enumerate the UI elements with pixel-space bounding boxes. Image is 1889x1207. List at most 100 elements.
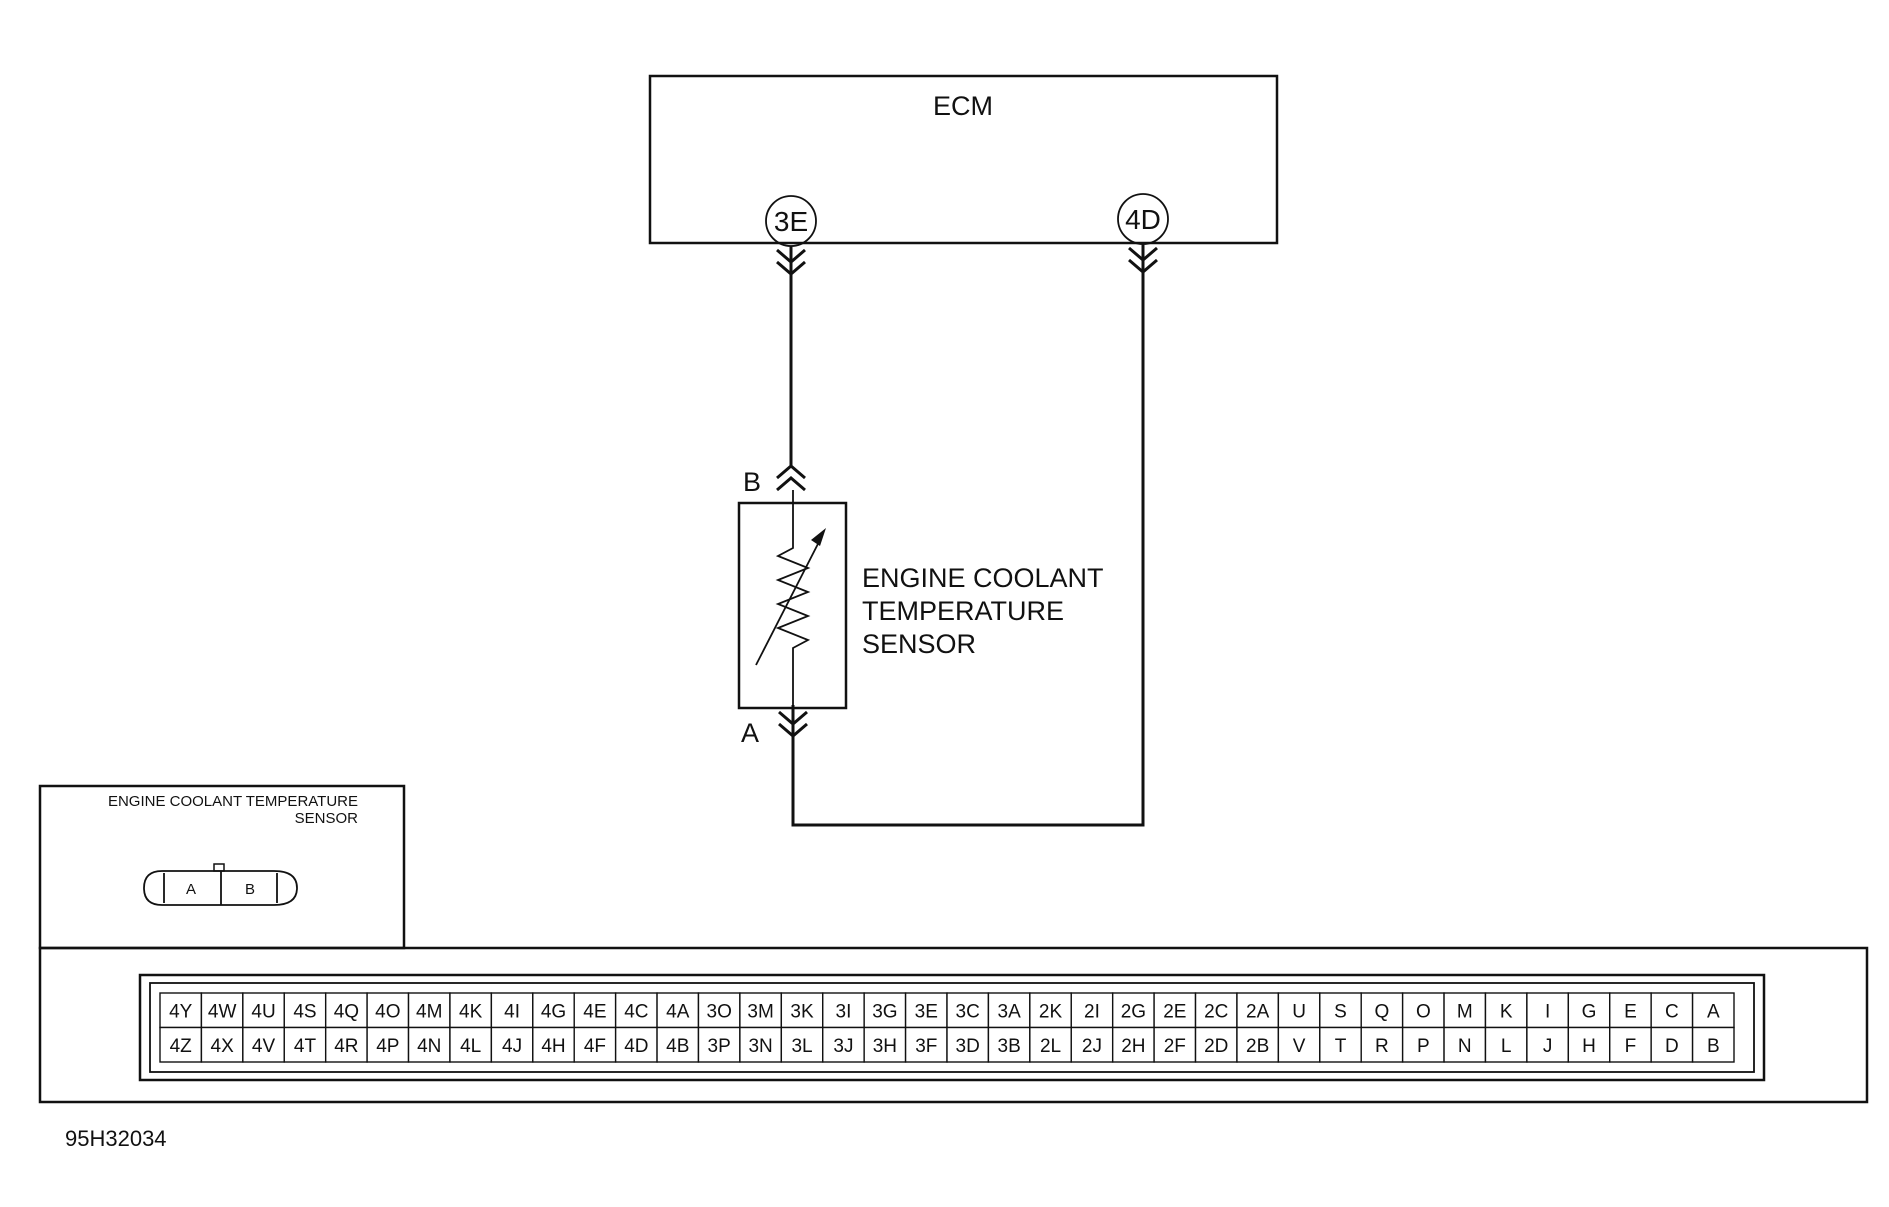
ecm-pin-cell [449,1026,493,1063]
ecm-pin-label: 4Z [170,1036,193,1057]
ecm-pin-cell [1111,992,1155,1029]
ecm-pin-label: 4C [624,1001,648,1022]
ecm-pin-label: S [1334,1001,1347,1022]
ecm-pin-label: 4F [584,1036,606,1057]
sensor-connector-pin-b: B [245,881,255,898]
ecm-pin-cell [573,1026,617,1063]
ecm-pin-label: 3J [833,1036,853,1057]
ecm-pin-cell [490,1026,534,1063]
ecm-pin-cell [1443,1026,1487,1063]
ecm-pin-label: 3K [790,1001,814,1022]
ecm-connector-outer [138,973,1766,1082]
ecm-pin-label: 4Q [334,1001,359,1022]
ecm-pin-label: D [1665,1036,1679,1057]
ecm-pin-label: K [1500,1001,1513,1022]
ecm-pin-cell [1153,1026,1197,1063]
ecm-pin-label: H [1582,1036,1596,1057]
ecm-pin-label: 2L [1040,1036,1061,1057]
ecm-pin-label: 2B [1246,1036,1269,1057]
ecm-pin-label: 4N [417,1036,441,1057]
ecm-pin-label: 2F [1164,1036,1186,1057]
ecm-pin-label: 2H [1121,1036,1145,1057]
sensor-label-line-3: SENSOR [862,629,976,659]
ecm-pin-label: 3O [707,1001,732,1022]
ecm-pin-label: 3G [872,1001,897,1022]
ecm-pin-cell [739,992,783,1029]
ecm-pin-cell [1650,992,1694,1029]
ecm-pin-label: O [1416,1001,1431,1022]
ecm-pin-label: 2G [1121,1001,1146,1022]
ecm-pin-cell [987,1026,1031,1063]
ecm-terminal-3e-label: 3E [774,206,808,237]
thermistor-icon [755,490,826,712]
ecm-pin-label: 4M [416,1001,442,1022]
ecm-pin-cell [904,1026,948,1063]
ecm-pin-label: A [1707,1001,1720,1022]
ecm-pin-cell [200,992,244,1029]
ecm-pin-cell [739,1026,783,1063]
ecm-pin-label: U [1292,1001,1306,1022]
ecm-pin-label: 3H [873,1036,897,1057]
sensor-terminal-a-label: A [741,718,759,748]
ecm-pin-cell [1609,1026,1652,1063]
ecm-terminal-4d: 4D [1117,193,1169,245]
ecm-pin-label: 4J [502,1036,522,1057]
ecm-pin-label: T [1335,1036,1347,1057]
sensor-connector-pin-a: A [186,881,196,898]
figure-id: 95H32034 [65,1126,167,1151]
ecm-pin-label: 2E [1163,1001,1186,1022]
sensor-terminal-b-label: B [743,467,761,497]
ecm-pin-cell [1070,992,1114,1029]
ecm-pin-label: V [1293,1036,1306,1057]
ecm-connector-panel [38,946,1869,1104]
ecm-pin-cell [1691,1026,1735,1063]
ecm-pin-label: 4D [624,1036,648,1057]
ecm-pin-cell [1319,1026,1362,1063]
ecm-pin-cell [1401,992,1445,1029]
sensor-label-line-1: ENGINE COOLANT [862,563,1103,593]
ecm-pin-label: 3N [748,1036,772,1057]
ecm-pin-cell [1484,992,1528,1029]
ecm-pin-label: 4T [294,1036,317,1057]
ecm-pin-label: 4E [583,1001,606,1022]
ecm-pin-label: 4W [208,1001,237,1022]
wire-4d-to-sensor-a [791,244,1145,827]
ecm-pin-cell [656,1026,700,1063]
ecm-pin-label: 4U [251,1001,275,1022]
ecm-pin-label: 4P [376,1036,399,1057]
ecm-pin-label: 3C [956,1001,980,1022]
ecm-pin-label: 4H [541,1036,565,1057]
ecm-pin-label: J [1543,1036,1553,1057]
ecm-pin-label: P [1417,1036,1430,1057]
ecm-pin-label: 4I [504,1001,520,1022]
ecm-pin-cell [946,1026,990,1063]
ecm-pin-label: 4V [252,1036,276,1057]
ecm-pin-label: 4X [211,1036,235,1057]
ecm-pin-cell [324,1026,368,1063]
ecm-pin-label: F [1625,1036,1637,1057]
ecm-pin-label: 2J [1082,1036,1102,1057]
ecm-pin-cell [1484,1026,1528,1063]
ecm-pin-label: 3M [747,1001,773,1022]
ecm-pin-label: B [1707,1036,1720,1057]
ecm-pin-cell [1070,1026,1114,1063]
ecm-pin-label: 3E [915,1001,938,1022]
ecm-pin-label: 4L [460,1036,481,1057]
ecm-pin-label: 3D [956,1036,980,1057]
ecm-pin-label: 3L [791,1036,812,1057]
ecm-pin-cell [242,1026,285,1063]
ecm-pin-label: 2C [1204,1001,1228,1022]
sensor-connector-title-line-1: ENGINE COOLANT TEMPERATURE [108,793,358,810]
ecm-pin-cell [1277,1026,1321,1063]
ecm-pin-label: 4R [334,1036,358,1057]
ecm-pin-label: 4K [459,1001,483,1022]
ecm-pin-cell [863,1026,907,1063]
ecm-pin-label: 3B [998,1036,1021,1057]
ecm-terminal-3e: 3E [765,195,817,247]
ecm-pin-label: N [1458,1036,1472,1057]
ecm-pin-label: 3P [708,1036,731,1057]
ecm-pin-cell [366,992,410,1029]
ecm-connector-inner [149,982,1755,1073]
